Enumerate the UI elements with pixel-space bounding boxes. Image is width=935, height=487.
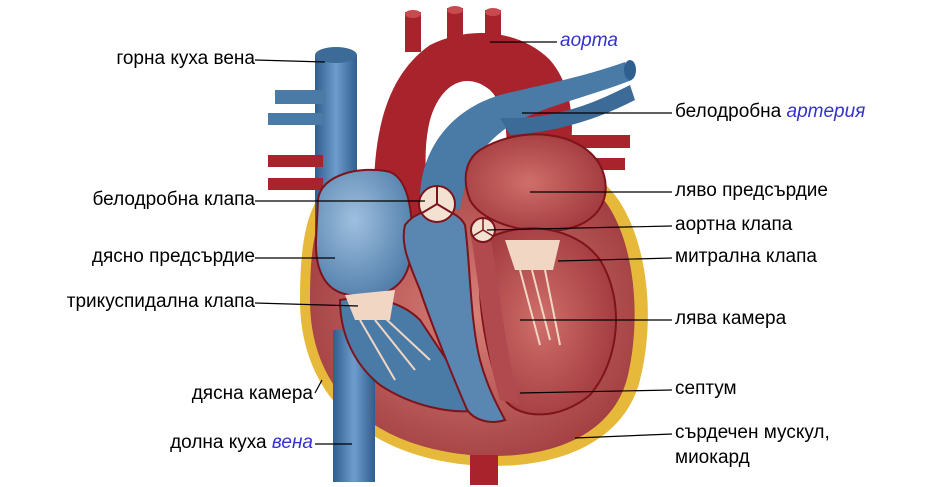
label-left-ventricle: лява камера bbox=[675, 308, 786, 330]
label-right-ventricle: дясна камера bbox=[192, 383, 313, 405]
label-pulmonary-valve: белодробна клапа bbox=[92, 189, 255, 211]
label-pulmonary-artery-text: белодробна bbox=[675, 101, 781, 122]
label-heart-muscle: сърдечен мускул, bbox=[675, 422, 830, 444]
apex-vessel bbox=[470, 455, 498, 485]
link-vein[interactable]: вена bbox=[272, 432, 313, 453]
link-aorta[interactable]: аорта bbox=[560, 30, 618, 51]
label-pulmonary-artery: белодробна артерия bbox=[675, 101, 865, 123]
label-inferior-vena-cava: долна куха вена bbox=[170, 432, 313, 454]
label-inferior-vena-cava-text: долна куха bbox=[170, 432, 267, 453]
label-myocardium: миокард bbox=[675, 447, 750, 469]
label-left-atrium: ляво предсърдие bbox=[675, 180, 828, 202]
pulmonary-veins-left bbox=[268, 155, 323, 190]
right-atrium bbox=[316, 170, 412, 296]
label-aorta: аорта bbox=[560, 30, 618, 52]
label-superior-vena-cava: горна куха вена bbox=[116, 48, 255, 70]
pulmonary-valve bbox=[419, 186, 455, 222]
label-mitral-valve: митрална клапа bbox=[675, 246, 817, 268]
left-atrium bbox=[466, 134, 606, 231]
label-septum: септум bbox=[675, 378, 737, 400]
label-aortic-valve: аортна клапа bbox=[675, 214, 792, 236]
link-artery[interactable]: артерия bbox=[787, 101, 866, 122]
label-tricuspid-valve: трикуспидална клапа bbox=[67, 291, 255, 313]
label-right-atrium: дясно предсърдие bbox=[92, 246, 255, 268]
